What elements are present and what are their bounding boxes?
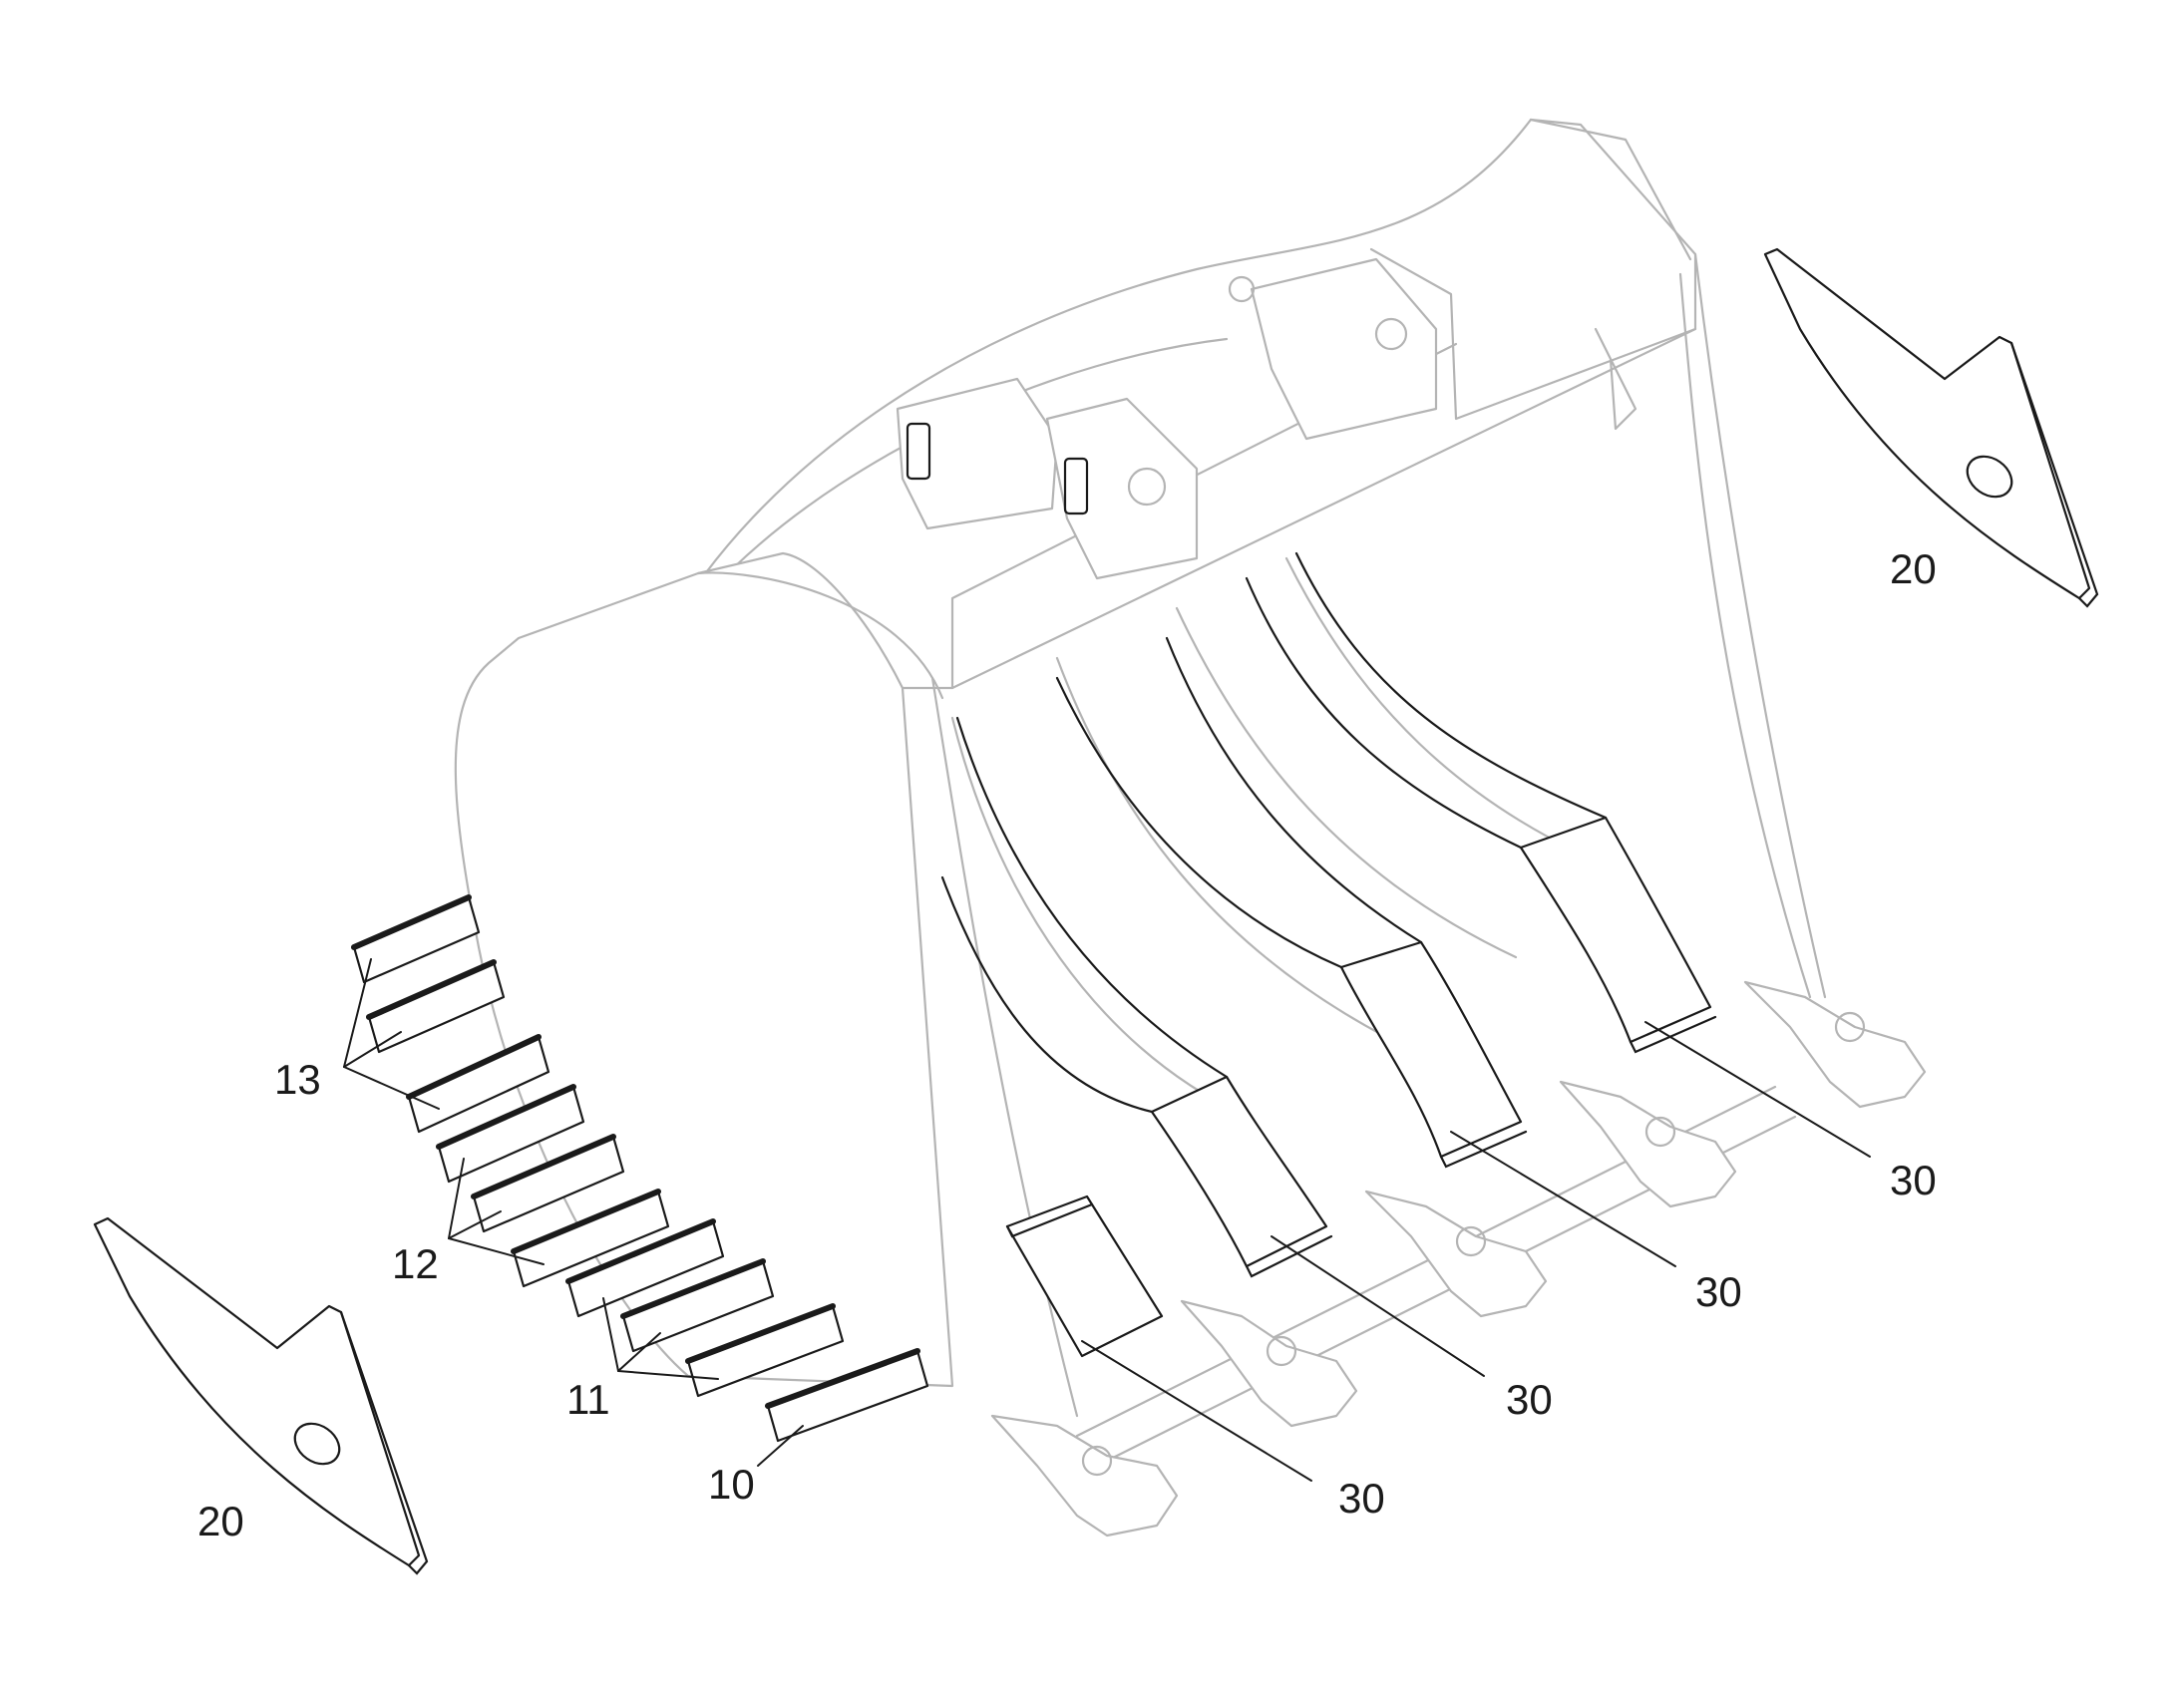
label-30-3: 30 <box>1695 1268 1742 1315</box>
wear-plate-4 <box>1519 816 1712 1044</box>
tooth-3 <box>1364 1190 1548 1318</box>
side-cutter-right <box>1763 247 2099 608</box>
label-30-1: 30 <box>1338 1475 1385 1522</box>
wear-strips <box>351 894 929 1443</box>
wear-plate-3 <box>1339 940 1523 1159</box>
wear-plates-30 <box>940 551 1717 1358</box>
label-20-left: 20 <box>197 1498 244 1544</box>
wear-plate-1 <box>1005 1195 1164 1358</box>
wear-plate-2 <box>1150 1075 1328 1268</box>
leader-lines <box>343 958 1871 1482</box>
hitch-pin-right-icon <box>1063 457 1089 515</box>
label-12: 12 <box>392 1240 439 1287</box>
label-20-right: 20 <box>1890 545 1937 592</box>
tooth-1 <box>990 1414 1179 1537</box>
reference-numerals: 20 20 13 12 11 10 30 30 30 30 <box>197 545 1937 1544</box>
tooth-2 <box>1180 1299 1358 1428</box>
bucket-teeth <box>990 980 1927 1537</box>
tooth-4 <box>1559 1080 1737 1208</box>
label-11: 11 <box>566 1376 610 1423</box>
label-10: 10 <box>708 1461 755 1508</box>
label-30-4: 30 <box>1890 1157 1937 1203</box>
label-13: 13 <box>274 1056 321 1103</box>
hitch-pin-left-icon <box>906 422 931 481</box>
label-30-2: 30 <box>1506 1376 1553 1423</box>
side-cutter-left <box>93 1216 429 1575</box>
tooth-5 <box>1743 980 1927 1109</box>
